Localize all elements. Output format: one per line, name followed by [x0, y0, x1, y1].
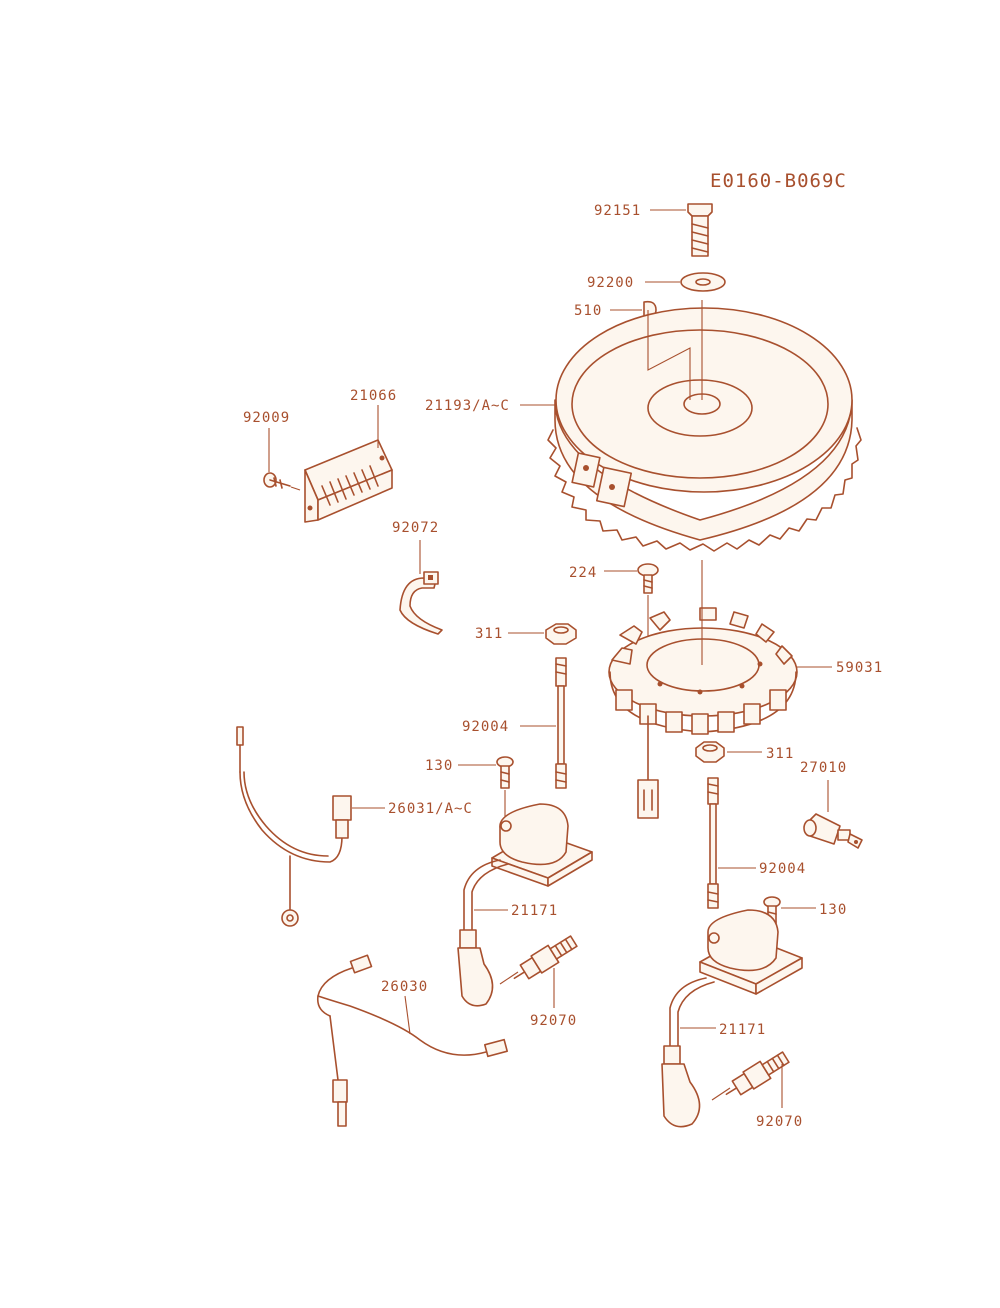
label-130-right: 130: [819, 902, 847, 918]
regulator-21066[interactable]: [304, 439, 393, 523]
label-92070-left: 92070: [530, 1013, 577, 1029]
ignition-coil-right[interactable]: [661, 909, 803, 1128]
spark-plug-left[interactable]: [509, 933, 579, 987]
label-510: 510: [574, 303, 602, 319]
wire-26031[interactable]: [236, 726, 352, 927]
label-26030: 26030: [381, 979, 428, 995]
bolt-130-left[interactable]: [496, 756, 514, 789]
label-92004-right: 92004: [759, 861, 806, 877]
label-311-left: 311: [475, 626, 503, 642]
label-92004-left: 92004: [462, 719, 509, 735]
nut-311-right[interactable]: [695, 741, 725, 763]
label-21066: 21066: [350, 388, 397, 404]
wire-26030[interactable]: [316, 954, 509, 1127]
label-92009: 92009: [243, 410, 290, 426]
label-92200: 92200: [587, 275, 634, 291]
stator-59031[interactable]: [608, 607, 798, 819]
label-224: 224: [569, 565, 597, 581]
bolt-224[interactable]: [637, 563, 659, 594]
nut-311-left[interactable]: [545, 623, 577, 645]
label-21171-right: 21171: [719, 1022, 766, 1038]
label-59031: 59031: [836, 660, 883, 676]
label-92072: 92072: [392, 520, 439, 536]
flywheel-21193[interactable]: [547, 307, 862, 552]
label-21193: 21193/A~C: [425, 398, 510, 414]
stud-92004-left[interactable]: [555, 657, 567, 789]
label-27010: 27010: [800, 760, 847, 776]
ignition-coil-left[interactable]: [457, 803, 593, 1007]
spark-plug-right[interactable]: [721, 1049, 791, 1103]
screw-92009[interactable]: [263, 472, 291, 489]
label-130-left: 130: [425, 758, 453, 774]
label-311-right: 311: [766, 746, 794, 762]
label-21171-left: 21171: [511, 903, 558, 919]
washer-92200[interactable]: [680, 272, 726, 292]
bolt-92151[interactable]: [687, 203, 713, 257]
switch-27010[interactable]: [803, 813, 863, 849]
stud-92004-right[interactable]: [707, 777, 719, 909]
diagram-code: E0160-B069C: [710, 170, 847, 192]
label-92070-right: 92070: [756, 1114, 803, 1130]
clip-92072[interactable]: [399, 571, 443, 635]
label-92151: 92151: [594, 203, 641, 219]
label-26031: 26031/A~C: [388, 801, 473, 817]
